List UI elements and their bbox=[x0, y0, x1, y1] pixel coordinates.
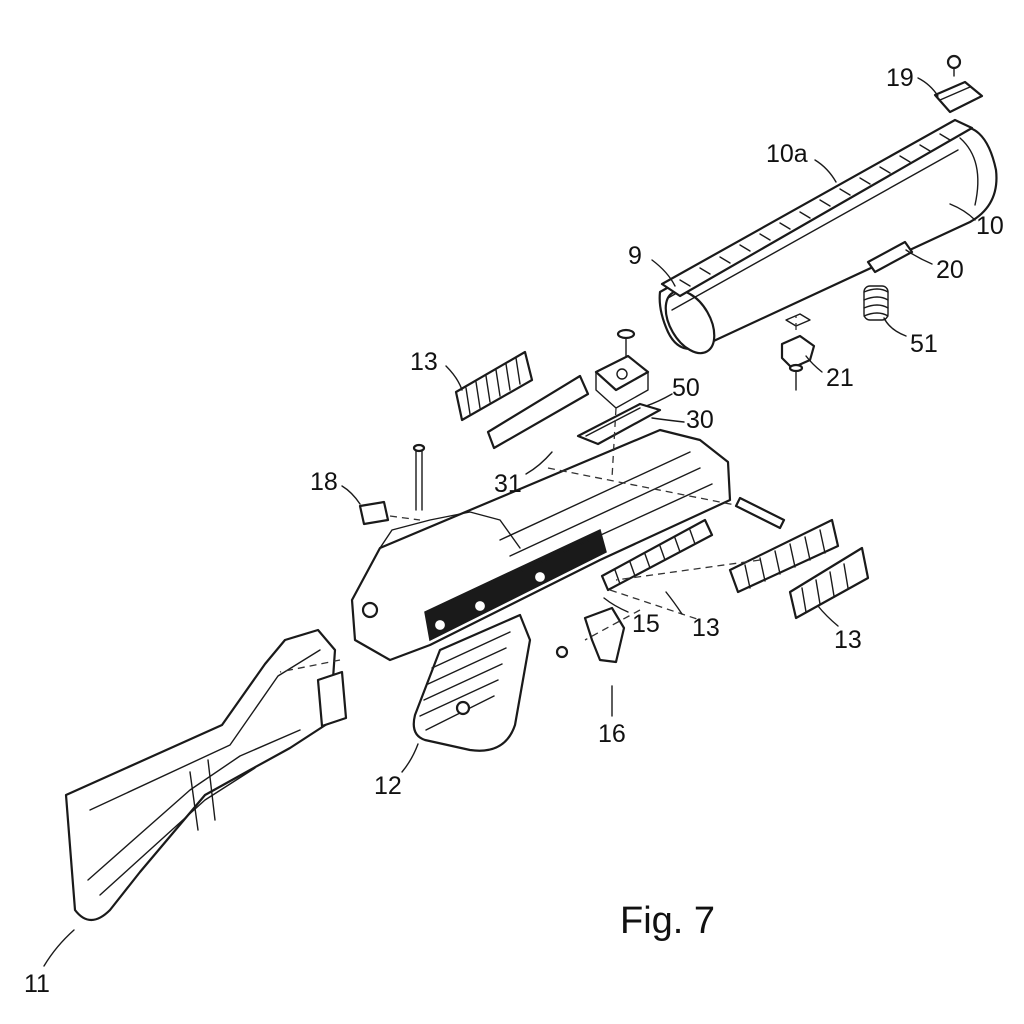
label-51: 51 bbox=[910, 330, 938, 358]
label-13-upper: 13 bbox=[410, 348, 438, 376]
label-30: 30 bbox=[686, 406, 714, 434]
leader-lines bbox=[43, 77, 976, 967]
label-12: 12 bbox=[374, 772, 402, 800]
side-rail-part-13-middle bbox=[600, 518, 714, 592]
label-16: 16 bbox=[598, 720, 626, 748]
folding-stock-part-11 bbox=[64, 628, 348, 922]
lower-receiver-part-15 bbox=[350, 428, 732, 662]
label-31: 31 bbox=[494, 470, 522, 498]
mount-lug-part-20 bbox=[866, 240, 914, 274]
pistol-grip-part-12 bbox=[412, 613, 532, 752]
pin bbox=[412, 443, 426, 511]
label-9: 9 bbox=[628, 242, 642, 270]
latch-part-30 bbox=[576, 402, 662, 446]
label-18: 18 bbox=[310, 468, 338, 496]
rail-end-clip-part-19 bbox=[933, 54, 984, 114]
side-rail-part-13-lower-a bbox=[728, 518, 840, 594]
label-13-middle: 13 bbox=[692, 614, 720, 642]
label-10a: 10a bbox=[766, 140, 808, 168]
plug-part-18 bbox=[358, 500, 390, 526]
label-10: 10 bbox=[976, 212, 1004, 240]
assembly-lines bbox=[279, 316, 797, 673]
spring-part-51 bbox=[863, 285, 889, 321]
label-50: 50 bbox=[672, 374, 700, 402]
side-rail-part-13-lower-b bbox=[788, 546, 870, 620]
label-20: 20 bbox=[936, 256, 964, 284]
cross-pin bbox=[734, 496, 786, 530]
picatinny-rail-part-10a bbox=[660, 118, 974, 298]
guide-plate-part-31 bbox=[486, 374, 590, 450]
label-15: 15 bbox=[632, 610, 660, 638]
figure-caption: Fig. 7 bbox=[620, 900, 715, 942]
label-13-lower: 13 bbox=[834, 626, 862, 654]
receiver-tube-part-10 bbox=[658, 125, 998, 355]
label-21: 21 bbox=[826, 364, 854, 392]
side-rail-part-13-upper bbox=[454, 350, 534, 422]
label-11: 11 bbox=[24, 970, 50, 998]
label-19: 19 bbox=[886, 64, 914, 92]
trigger-part-16 bbox=[555, 606, 626, 664]
nut-part-21 bbox=[780, 313, 816, 391]
top-block-part-50 bbox=[594, 328, 650, 409]
